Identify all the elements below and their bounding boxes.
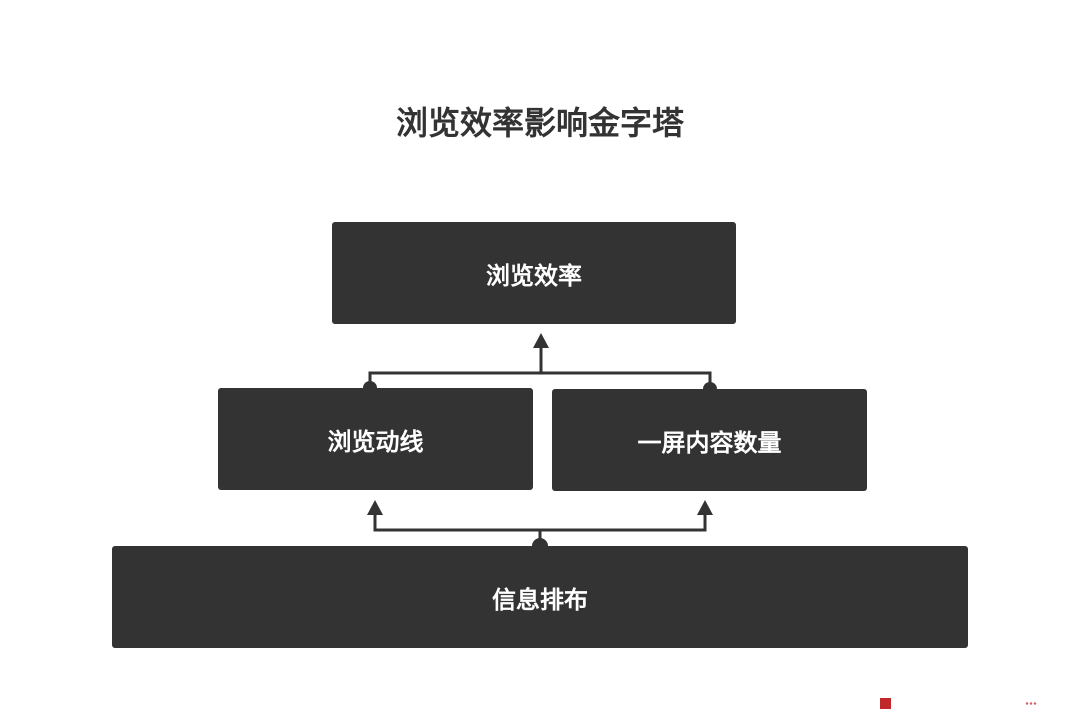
node-browse-path: 浏览动线 — [218, 388, 533, 490]
upper-connector-line — [368, 371, 712, 386]
arrow-head-right — [697, 500, 713, 515]
diagram-title: 浏览效率影响金字塔 — [395, 104, 684, 142]
watermark-logo-icon — [880, 698, 891, 709]
node-label: 一屏内容数量 — [637, 428, 782, 457]
node-label: 浏览效率 — [486, 261, 582, 290]
arrow-head-left — [367, 500, 383, 515]
lower-connector-line — [373, 512, 707, 532]
node-label: 信息排布 — [492, 585, 588, 614]
arrow-head-top — [533, 333, 549, 348]
node-content-per-screen: 一屏内容数量 — [552, 389, 867, 491]
watermark-dots-icon — [1025, 702, 1037, 705]
node-information-layout: 信息排布 — [112, 546, 968, 648]
node-label: 浏览动线 — [327, 427, 424, 456]
node-browse-efficiency: 浏览效率 — [332, 222, 736, 324]
